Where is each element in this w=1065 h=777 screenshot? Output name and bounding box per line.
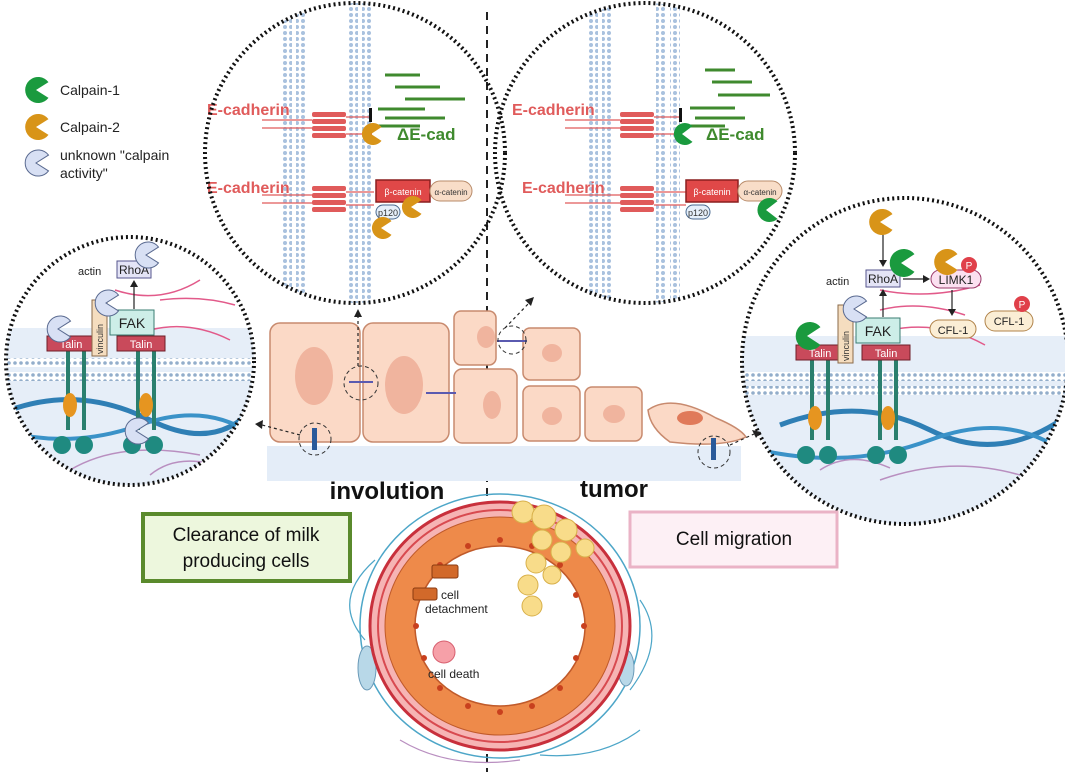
cell-migration-box: Cell migration: [628, 510, 839, 569]
rhoa-label: RhoA: [868, 272, 898, 286]
calpain-2-icon: [869, 209, 893, 235]
phospho-icon: [1014, 296, 1030, 312]
duct-cross-section: cell detachment cell death: [349, 493, 653, 764]
e-cadherin-label: E-cadherin: [207, 102, 290, 119]
phospho-icon: [961, 257, 977, 273]
tumor-heading: tumor: [580, 476, 648, 503]
p120-label: p120: [378, 208, 398, 218]
cell-detachment-label-line2: detachment: [425, 602, 488, 616]
unknown-calpain-icon: [94, 289, 120, 317]
e-cadherin-label: E-cadherin: [522, 180, 605, 197]
inset-tumor-focal-adhesion: Talin Talin vinculin FAK RhoA LIMK1 CFL-…: [740, 196, 1065, 526]
talin-label: Talin: [60, 339, 83, 351]
calpain-2-icon: [934, 249, 958, 275]
alpha-catenin-label: α-catenin: [434, 188, 467, 197]
legend-unknown-label-line2: activity": [60, 165, 108, 181]
beta-catenin-label: β-catenin: [384, 187, 421, 197]
clearance-box: Clearance of milk producing cells: [141, 512, 352, 583]
inset-involution-focal-adhesion: Talin Talin vinculin FAK RhoA actin: [4, 235, 256, 487]
inset-involution-junction: β-catenin α-catenin p120 E-cadherin E-ca…: [203, 1, 507, 305]
legend-unknown-label-line1: unknown "calpain: [60, 147, 169, 163]
tissue-cells: [255, 297, 761, 481]
unknown-calpain-icon: [124, 417, 150, 445]
fak-label: FAK: [865, 323, 892, 339]
calpain-1-icon: [757, 197, 778, 222]
cfl-1-phospho-label: CFL-1: [994, 316, 1025, 328]
talin-label: Talin: [875, 348, 898, 360]
e-cadherin-label: E-cadherin: [207, 180, 290, 197]
calpain-2-icon: [361, 123, 382, 145]
phospho-label: P: [966, 261, 973, 272]
cell-detachment-label-line1: cell: [441, 588, 459, 602]
inset-tumor-junction: β-catenin α-catenin p120 E-cadherin E-ca…: [493, 1, 797, 305]
limk1-label: LIMK1: [939, 273, 974, 287]
clearance-text-line2: producing cells: [183, 551, 310, 572]
calpain-1-icon: [889, 249, 915, 277]
alpha-catenin-label: α-catenin: [743, 188, 776, 197]
fak-label: FAK: [119, 315, 146, 331]
calpain-1-legend-icon: [25, 77, 49, 104]
calpain-2-icon: [371, 217, 392, 239]
delta-e-cad-label: ΔE-cad: [706, 125, 765, 144]
vinculin-label: vinculin: [841, 331, 851, 361]
beta-catenin-label: β-catenin: [693, 187, 730, 197]
actin-label: actin: [78, 266, 101, 278]
talin-label: Talin: [809, 348, 832, 360]
e-cadherin-label: E-cadherin: [512, 102, 595, 119]
cell-death-label: cell death: [428, 667, 479, 681]
vinculin-label: vinculin: [95, 324, 105, 354]
legend-calpain-1-label: Calpain-1: [60, 82, 120, 98]
delta-e-cad-label: ΔE-cad: [397, 125, 456, 144]
p120-label: p120: [688, 208, 708, 218]
unknown-calpain-icon: [46, 315, 72, 343]
legend: Calpain-1 Calpain-2 unknown "calpain act…: [24, 77, 169, 181]
clearance-text-line1: Clearance of milk: [173, 525, 320, 546]
actin-label: actin: [826, 276, 849, 288]
calpain-2-icon: [401, 195, 422, 219]
calpain-1-icon: [673, 122, 693, 145]
calpain-2-legend-icon: [25, 113, 49, 140]
calpain-1-icon: [795, 322, 821, 350]
cell-migration-text: Cell migration: [676, 529, 792, 550]
unknown-calpain-icon: [842, 295, 868, 323]
legend-calpain-2-label: Calpain-2: [60, 119, 120, 135]
talin-label: Talin: [130, 339, 153, 351]
cfl-1-label: CFL-1: [938, 325, 969, 337]
involution-heading: involution: [330, 478, 445, 505]
unknown-calpain-icon: [134, 241, 160, 269]
phospho-label: P: [1019, 300, 1026, 311]
unknown-calpain-legend-icon: [24, 149, 50, 177]
